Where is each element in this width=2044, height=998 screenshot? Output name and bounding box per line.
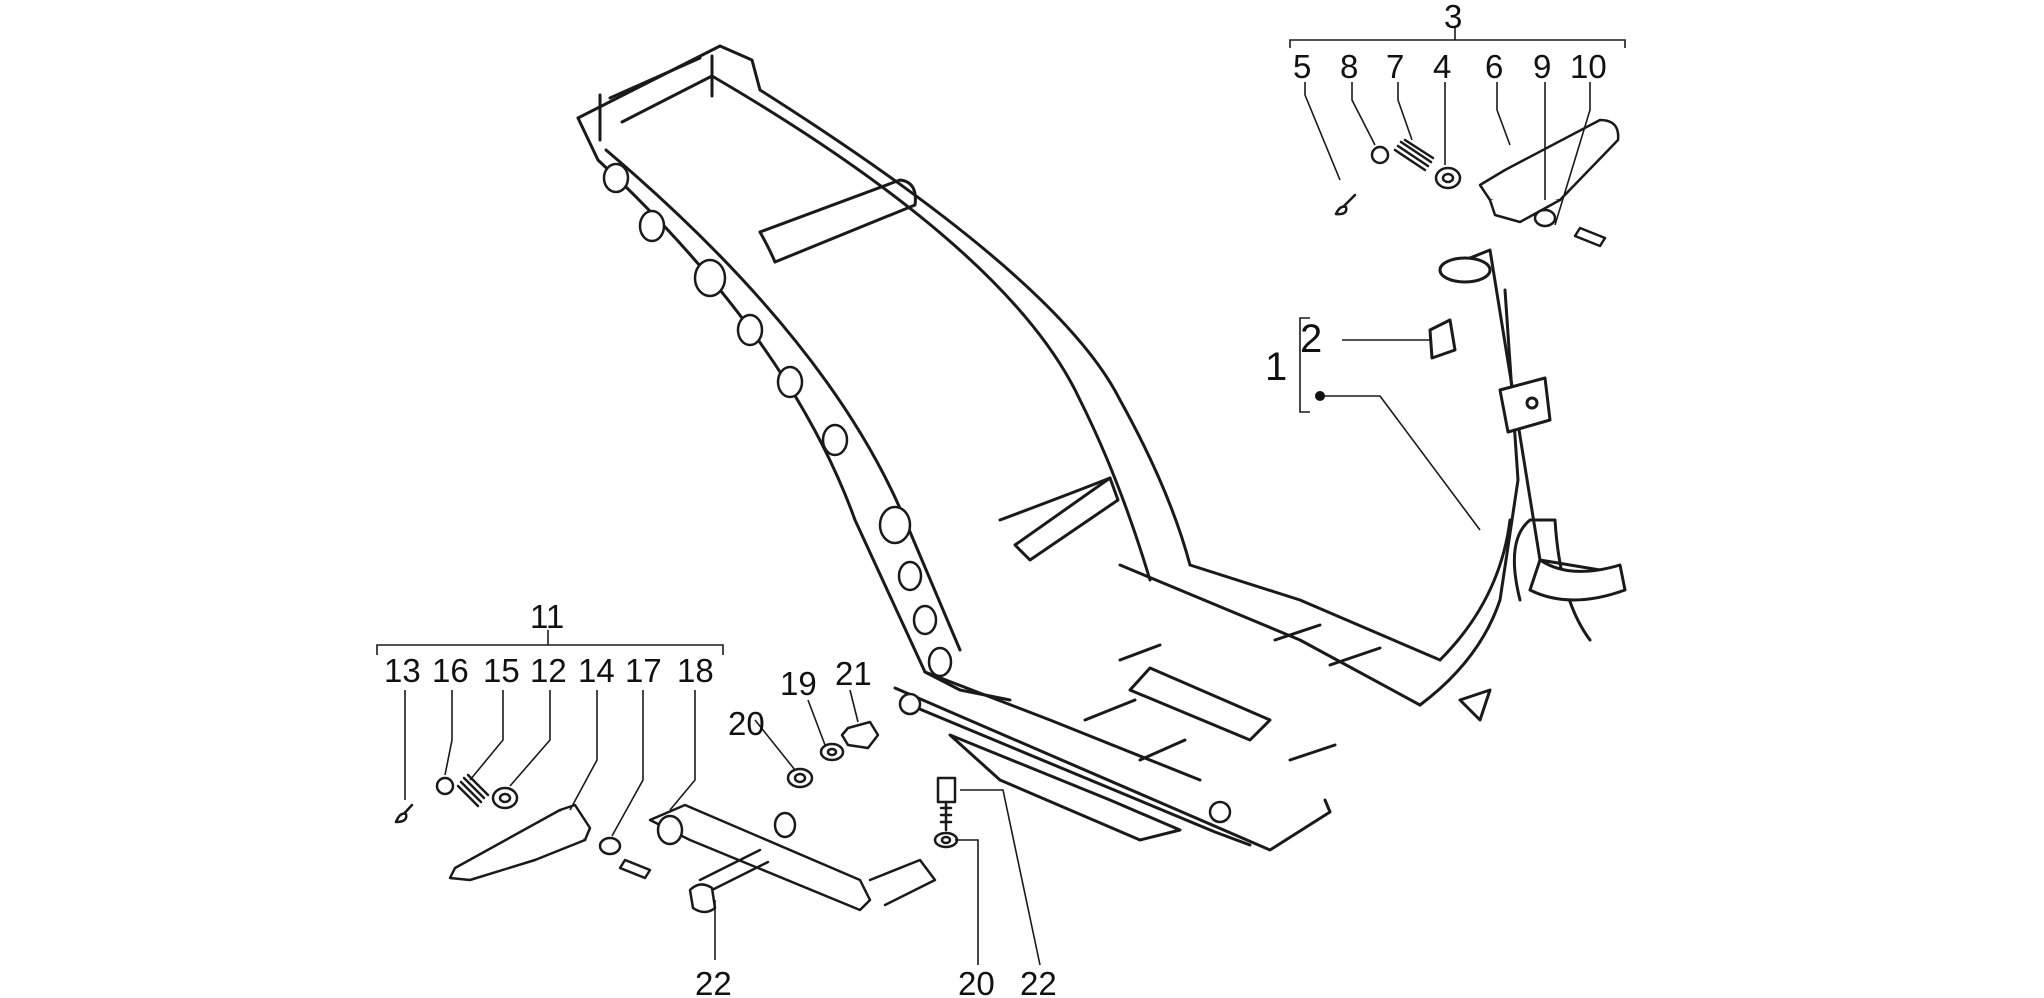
frame-holes	[602, 162, 1232, 824]
label-22-b: 22	[1020, 965, 1057, 998]
stand-drawing	[648, 720, 959, 914]
label-3: 3	[1444, 0, 1462, 35]
label-4: 4	[1433, 48, 1451, 85]
label-1: 1	[1265, 345, 1287, 389]
label-22-a: 22	[695, 965, 732, 998]
label-16: 16	[432, 652, 469, 689]
label-10: 10	[1570, 48, 1607, 85]
label-14: 14	[578, 652, 615, 689]
right-footrest-drawing	[1334, 118, 1620, 248]
left-footrest-drawing	[394, 773, 652, 882]
label-21: 21	[835, 655, 872, 692]
label-11: 11	[530, 598, 564, 635]
frame-bullet	[1315, 391, 1325, 401]
label-18: 18	[677, 652, 714, 689]
label-17: 17	[625, 652, 662, 689]
part-labels: 3 5 8 7 4 6 9 10 1 2 11 13 16 15 12 14 1…	[384, 0, 1607, 998]
label-12: 12	[530, 652, 567, 689]
label-6: 6	[1485, 48, 1503, 85]
label-8: 8	[1340, 48, 1358, 85]
label-9: 9	[1533, 48, 1551, 85]
leader-lines	[376, 28, 1626, 966]
label-5: 5	[1293, 48, 1311, 85]
frame-drawing	[576, 44, 1627, 852]
label-15: 15	[483, 652, 520, 689]
label-13: 13	[384, 652, 421, 689]
label-20-a: 20	[728, 705, 765, 742]
label-7: 7	[1386, 48, 1404, 85]
label-2: 2	[1300, 317, 1322, 361]
label-20-b: 20	[958, 965, 995, 998]
label-19: 19	[780, 665, 817, 702]
